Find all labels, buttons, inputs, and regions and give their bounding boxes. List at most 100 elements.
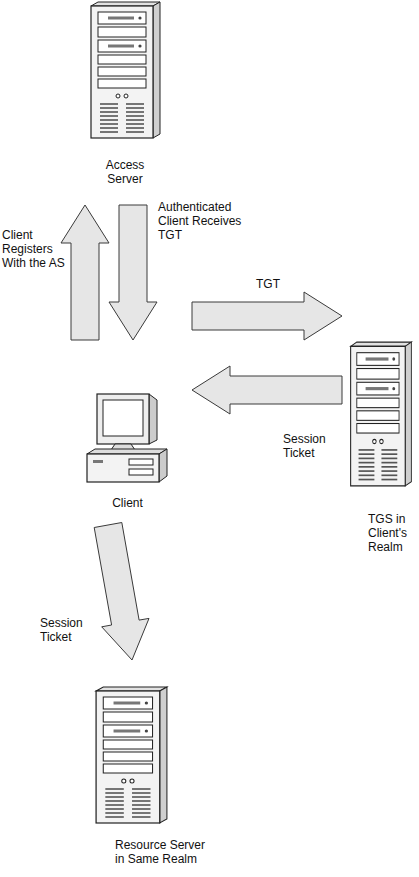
vent-slot (126, 111, 144, 113)
drive-bay (357, 382, 399, 395)
tower-side (160, 687, 167, 823)
power-led (124, 94, 128, 98)
block-arrow (192, 292, 342, 340)
server-node: Access Server (60, 0, 190, 195)
drive-bay (103, 725, 152, 737)
client-node: Client (85, 388, 170, 513)
drive-bay (103, 752, 152, 761)
drive-button (138, 16, 141, 19)
block-arrow (192, 366, 342, 414)
vent-slot (105, 804, 123, 806)
edge-label: Session Ticket (283, 432, 335, 460)
vent-slot (359, 479, 375, 481)
edge-label: Session Ticket (40, 616, 92, 644)
vent-slot (381, 462, 397, 464)
vent-slot (381, 470, 397, 472)
case-side (159, 449, 167, 482)
vent-slot (359, 466, 375, 468)
monitor-side (149, 394, 157, 444)
vent-slot (132, 800, 150, 802)
case-front (87, 454, 159, 482)
block-arrow (61, 205, 109, 340)
drive-bay (103, 740, 152, 749)
drive-bay (98, 40, 146, 52)
server-tower (348, 340, 414, 488)
drive-bay (98, 27, 146, 37)
tower-side (153, 2, 160, 138)
node-label: Resource Server in Same Realm (115, 838, 211, 866)
vent-slot (105, 816, 123, 818)
vent-slot (381, 449, 397, 451)
vent-slot (105, 808, 123, 810)
vent-slot (126, 127, 144, 129)
vent-slot (359, 474, 375, 476)
vent-slot (381, 453, 397, 455)
drive-bay (103, 712, 152, 722)
vent-slot (132, 812, 150, 814)
server-tower (93, 685, 170, 825)
vent-slot (126, 115, 144, 117)
client-computer (85, 392, 170, 490)
node-label: Access Server (92, 158, 158, 186)
server-node: TGS in Client's Realm (345, 338, 419, 568)
node-label: Client (85, 496, 170, 510)
vent-slot (359, 453, 375, 455)
vent-slot (126, 119, 144, 121)
vent-slot (126, 131, 144, 133)
edge-label: TGT (256, 277, 296, 291)
vent-slot (100, 131, 118, 133)
drive-button (392, 387, 395, 390)
vent-slot (100, 103, 118, 105)
drive-bay (129, 459, 153, 465)
vent-slot (100, 127, 118, 129)
vent-slot (100, 123, 118, 125)
drive-slot (108, 17, 134, 20)
vent-slot (100, 115, 118, 117)
drive-bay (98, 67, 146, 76)
monitor-screen (103, 400, 143, 436)
drive-slot (114, 730, 141, 733)
vent-slot (132, 792, 150, 794)
power-led (122, 779, 126, 783)
vent-slot (105, 796, 123, 798)
drive-bay (103, 697, 152, 709)
tower-front (351, 346, 406, 486)
vent-slot (132, 808, 150, 810)
drive-bay (98, 55, 146, 64)
vent-slot (132, 804, 150, 806)
drive-bay (357, 424, 399, 434)
edge-label: Authenticated Client Receives TGT (158, 200, 250, 242)
vent-slot (132, 788, 150, 790)
vent-slot (132, 796, 150, 798)
vent-slot (126, 107, 144, 109)
vent-slot (105, 788, 123, 790)
power-led (373, 439, 377, 443)
drive-button (145, 729, 148, 732)
vent-slot (126, 103, 144, 105)
server-tower (88, 0, 163, 140)
vent-slot (105, 792, 123, 794)
drive-bay (129, 469, 153, 475)
vent-slot (100, 111, 118, 113)
vent-slot (381, 466, 397, 468)
power-button (93, 460, 103, 463)
tower-side (405, 342, 411, 486)
vent-slot (359, 458, 375, 460)
drive-slot (114, 702, 141, 705)
vent-slot (381, 458, 397, 460)
drive-slot (366, 357, 389, 360)
block-arrow (109, 205, 157, 340)
monitor-body (97, 394, 149, 444)
drive-bay (357, 353, 399, 366)
vent-slot (100, 119, 118, 121)
vent-slot (105, 800, 123, 802)
vent-slot (359, 449, 375, 451)
drive-button (392, 357, 395, 360)
vent-slot (381, 474, 397, 476)
drive-bay (357, 369, 399, 380)
vent-slot (126, 123, 144, 125)
vent-slot (100, 107, 118, 109)
server-node: Resource Server in Same Realm (88, 683, 208, 877)
drive-button (138, 44, 141, 47)
drive-bay (103, 764, 152, 773)
